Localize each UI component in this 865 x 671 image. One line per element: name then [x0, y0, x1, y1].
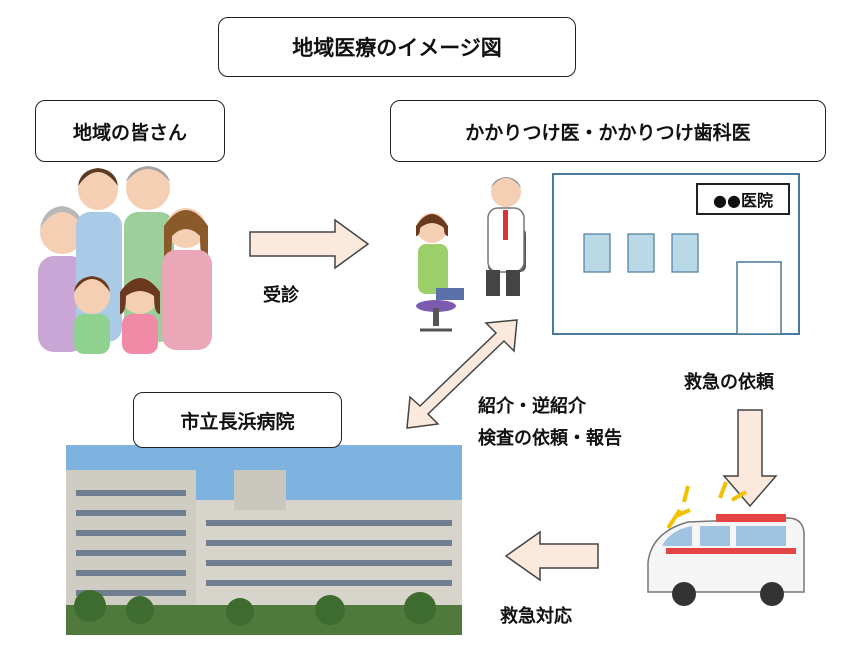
doctor-patient-illustration: [416, 177, 526, 332]
emergency-request-arrow: [722, 409, 778, 508]
residents-label-box: 地域の皆さん: [35, 100, 225, 162]
consult-arrow: [249, 218, 370, 270]
ambulance-illustration: [647, 481, 805, 606]
emergency-response-arrow: [504, 530, 599, 582]
clinic-building: [552, 173, 800, 335]
referral-label-line1: 紹介・逆紹介: [478, 396, 586, 417]
clinic-window: [627, 233, 655, 273]
referral-arrow: [406, 319, 518, 429]
referral-label-line2: 検査の依頼・報告: [478, 428, 622, 449]
doctors-label-box: かかりつけ医・かかりつけ歯科医: [390, 100, 826, 162]
hospital-label-box: 市立長浜病院: [133, 392, 342, 448]
clinic-window: [671, 233, 699, 273]
residents-label: 地域の皆さん: [72, 121, 187, 144]
consult-label: 受診: [263, 285, 299, 306]
emergency-response-label: 救急対応: [500, 606, 572, 627]
clinic-sign: ●●医院: [713, 191, 773, 210]
hospital-photo: [66, 445, 462, 635]
clinic-door: [736, 261, 782, 335]
clinic-window: [583, 233, 611, 273]
hospital-label: 市立長浜病院: [180, 410, 295, 433]
doctors-label: かかりつけ医・かかりつけ歯科医: [465, 121, 751, 144]
diagram-title-text: 地域医療のイメージ図: [292, 36, 502, 60]
family-illustration: [38, 166, 212, 354]
emergency-request-label: 救急の依頼: [684, 372, 774, 393]
diagram-title: 地域医療のイメージ図: [218, 17, 576, 77]
